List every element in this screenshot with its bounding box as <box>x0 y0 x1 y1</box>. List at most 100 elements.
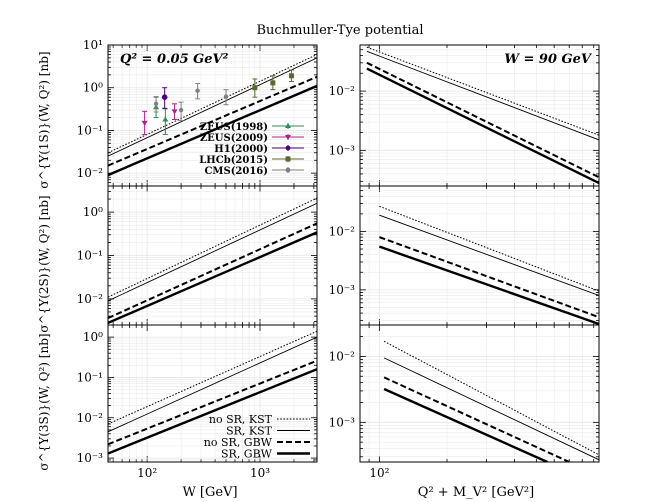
data-legend: ZEUS(1998)ZEUS(2009)H1(2000)LHCb(2015)CM… <box>199 122 304 177</box>
x-tick-label: 10² <box>369 466 389 480</box>
y-tick-label: 10⁻² <box>329 349 356 363</box>
x-tick-label: 10² <box>137 466 157 480</box>
series-sr-kst <box>366 50 599 141</box>
left-y-label-2s: σ^{Υ(2S)}(W, Q²) [nb] <box>37 195 51 332</box>
y-tick-label: 10⁰ <box>83 330 103 344</box>
left-annotation: Q² = 0.05 GeV² <box>120 52 229 67</box>
left-y-label-1s: σ^{Υ(1S)}(W, Q²) [nb] <box>37 51 51 188</box>
y-tick-label: 10⁻² <box>77 411 104 425</box>
legend-marker <box>285 135 291 140</box>
data-point <box>288 73 294 79</box>
y-tick-label: 10⁻² <box>329 84 356 98</box>
series-no-sr-gbw <box>366 61 599 179</box>
series-no-sr-gbw <box>383 376 570 462</box>
legend-marker <box>285 145 291 151</box>
y-tick-label: 10⁻³ <box>329 415 356 429</box>
legend-label: LHCb(2015) <box>199 155 268 166</box>
axes-frame <box>359 324 600 463</box>
x-tick-label: 10³ <box>250 466 270 480</box>
data-point <box>252 85 258 91</box>
y-tick-label: 10⁻² <box>77 166 104 180</box>
left-x-label: W [GeV] <box>182 485 237 500</box>
series-no-sr-kst <box>108 54 317 154</box>
y-tick-label: 10⁰ <box>83 205 103 219</box>
legend-label: H1(2000) <box>214 144 268 155</box>
data-point <box>141 120 148 126</box>
y-tick-label: 10⁻² <box>329 224 356 238</box>
series-lines <box>383 340 599 462</box>
grid <box>360 324 599 462</box>
series-sr-gbw <box>383 387 548 462</box>
panel-left-1S: 10⁻² 10⁻¹ 10⁰ 10¹ ZEUS(1998)ZEUS(2009)H1(200… <box>77 38 318 187</box>
series-sr-kst <box>108 202 317 302</box>
series-no-sr-gbw <box>108 75 317 167</box>
legend-marker <box>285 156 291 162</box>
legend-marker <box>285 167 291 173</box>
y-tick-label: 10⁻² <box>77 292 104 306</box>
series-sr-kst <box>108 57 317 157</box>
series-sr-kst <box>379 214 599 296</box>
legend-label: no SR, GBW <box>204 436 273 449</box>
y-tick-label: 10¹ <box>83 38 103 52</box>
y-tick-label: 10⁻³ <box>329 143 356 157</box>
left-y-label-3s: σ^{Υ(3S)}(W, Q²) [nb] <box>37 333 51 470</box>
legend-label: SR, GBW <box>221 448 273 461</box>
legend-label: ZEUS(1998) <box>200 122 268 133</box>
axes-frame <box>107 324 318 463</box>
y-tick-label: 10⁻¹ <box>77 249 103 263</box>
legend-label: SR, KST <box>226 425 273 438</box>
series-no-sr-kst <box>108 197 317 298</box>
series-no-sr-kst <box>383 340 599 456</box>
data-point <box>270 80 276 86</box>
series-lines <box>108 330 317 455</box>
legend-label: no SR, KST <box>209 413 273 426</box>
legend-label: CMS(2016) <box>204 166 268 177</box>
grid <box>360 185 599 325</box>
y-tick-label: 10⁻³ <box>77 451 104 465</box>
data-point <box>162 116 169 122</box>
legend-label: ZEUS(2009) <box>200 133 268 144</box>
y-tick-label: 10⁻³ <box>329 283 356 297</box>
figure-title: Buchmuller-Tye potential <box>256 23 423 38</box>
series-sr-gbw <box>108 368 317 455</box>
data-points <box>141 69 294 136</box>
series-lines <box>366 46 599 185</box>
series-lines <box>108 197 317 325</box>
series-no-sr-gbw <box>379 236 599 319</box>
data-point <box>223 94 229 99</box>
panel-left-2S: 10⁻² 10⁻¹ 10⁰ <box>77 185 318 326</box>
svg-text:σ^{Υ(3S)}(W, Q²) [nb]: σ^{Υ(3S)}(W, Q²) [nb] <box>37 333 51 470</box>
panel-right-2S: 10⁻³ 10⁻² <box>329 185 600 326</box>
right-x-label: Q² + M_V² [GeV²] <box>418 485 534 500</box>
series-sr-gbw <box>108 231 317 325</box>
svg-text:σ^{Υ(1S)}(W, Q²) [nb]: σ^{Υ(1S)}(W, Q²) [nb] <box>37 51 51 188</box>
data-point <box>178 107 184 113</box>
panel-right-3S: 10⁻³ 10⁻² 10² <box>329 324 600 480</box>
svg-text:σ^{Υ(2S)}(W, Q²) [nb]: σ^{Υ(2S)}(W, Q²) [nb] <box>37 195 51 332</box>
data-point <box>153 101 159 107</box>
series-lines <box>108 54 317 177</box>
series-sr-kst <box>383 357 599 461</box>
axes-frame <box>359 185 600 326</box>
series-sr-gbw <box>108 84 317 177</box>
series-lines <box>379 205 599 325</box>
series-sr-kst <box>108 336 317 433</box>
data-point <box>171 109 178 115</box>
series-no-sr-kst <box>379 205 599 292</box>
series-no-sr-gbw <box>108 222 317 320</box>
y-tick-label: 10⁰ <box>83 81 103 95</box>
series-sr-gbw <box>366 67 599 185</box>
data-point <box>161 94 168 100</box>
series-no-sr-gbw <box>108 359 317 446</box>
panel-right-1S: 10⁻³ 10⁻² <box>329 44 600 187</box>
y-tick-label: 10⁻¹ <box>77 370 103 384</box>
series-sr-gbw <box>379 245 599 325</box>
grid <box>108 324 317 463</box>
grid <box>108 185 317 325</box>
data-point <box>195 88 200 93</box>
y-tick-label: 10⁻¹ <box>77 123 103 137</box>
panels: 10⁻² 10⁻¹ 10⁰ 10¹ ZEUS(1998)ZEUS(2009)H1(200… <box>77 38 600 480</box>
legend-marker <box>285 123 291 128</box>
